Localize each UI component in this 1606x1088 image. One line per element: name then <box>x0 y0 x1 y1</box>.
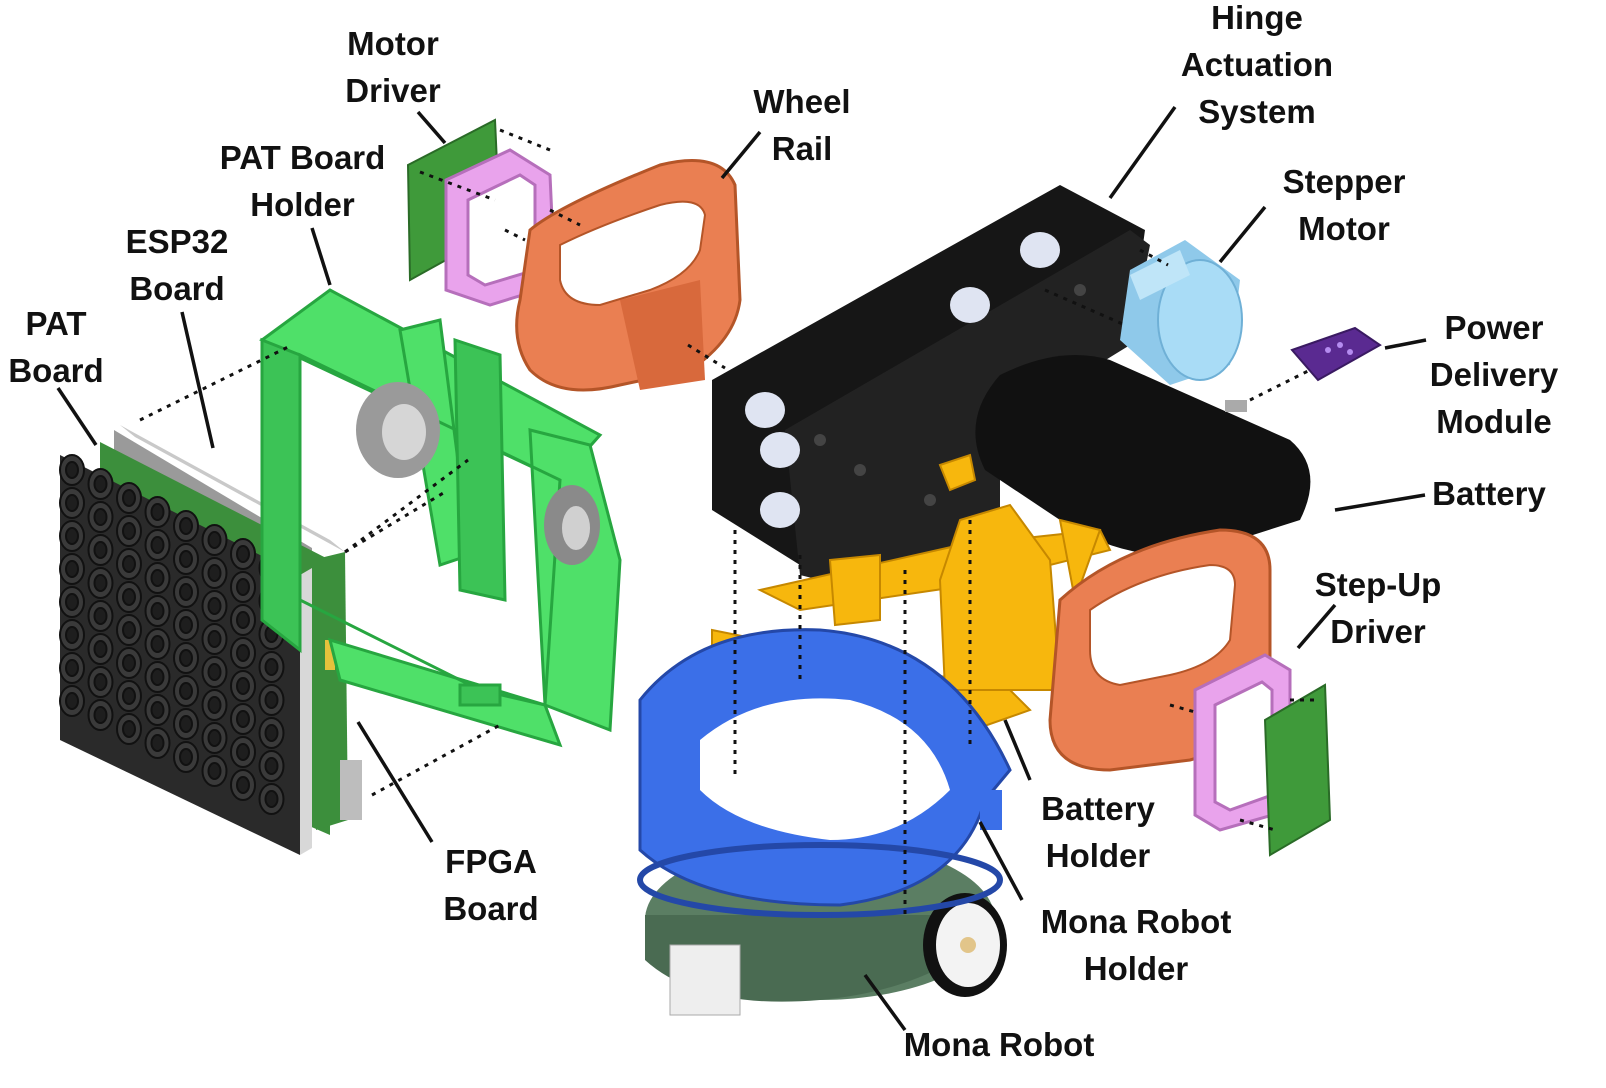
transducer-element-center <box>150 602 165 620</box>
transducer-element-center <box>122 687 136 705</box>
transducer-element-center <box>207 597 222 615</box>
transducer-element-center <box>207 531 222 549</box>
transducer-element-center <box>65 461 79 479</box>
transducer-element-center <box>122 654 136 672</box>
label-mona-robot: Mona Robot <box>903 1026 1095 1063</box>
transducer-element-center <box>236 743 250 761</box>
power-delivery-part <box>1290 326 1382 382</box>
label-fpga-board: FPGA Board <box>443 843 539 927</box>
transducer-element-center <box>93 640 108 658</box>
transducer-element-center <box>150 635 165 653</box>
transducer-element-center <box>122 621 136 639</box>
transducer-element-center <box>65 659 79 677</box>
transducer-element-center <box>93 574 108 592</box>
transducer-element-center <box>264 724 279 742</box>
label-esp32-board: ESP32 Board <box>125 223 229 307</box>
transducer-element-center <box>179 748 193 766</box>
caster-wheel-part <box>356 382 600 565</box>
transducer-element-center <box>122 720 136 738</box>
transducer-element-center <box>207 564 222 582</box>
transducer-element-center <box>93 706 108 724</box>
transducer-element-center <box>93 475 108 493</box>
transducer-element-center <box>264 790 279 808</box>
transducer-element-center <box>179 550 193 568</box>
transducer-element-center <box>65 626 79 644</box>
label-battery: Battery <box>1432 475 1546 512</box>
transducer-element-center <box>150 503 165 521</box>
transducer-element-center <box>122 555 136 573</box>
transducer-element-center <box>179 715 193 733</box>
transducer-element-center <box>150 701 165 719</box>
transducer-element-center <box>236 611 250 629</box>
label-pat-board: PAT Board <box>8 305 104 389</box>
transducer-element-center <box>65 560 79 578</box>
transducer-element-center <box>264 757 279 775</box>
label-wheel-rail: Wheel Rail <box>753 83 851 167</box>
transducer-element-center <box>207 696 222 714</box>
transducer-element-center <box>236 644 250 662</box>
transducer-element-center <box>150 536 165 554</box>
label-hinge-actuation-system: Hinge Actuation System <box>1180 0 1334 130</box>
label-power-delivery-module: Power Delivery Module <box>1429 309 1559 440</box>
transducer-element-center <box>236 677 250 695</box>
transducer-element-center <box>150 668 165 686</box>
transducer-element-center <box>150 734 165 752</box>
hinge-actuation-part <box>712 185 1150 590</box>
stepper-motor-part <box>1120 240 1243 385</box>
transducer-element-center <box>179 649 193 667</box>
leader-lines <box>56 105 1427 1032</box>
stepup-driver-part <box>1263 683 1332 857</box>
wheel-rail-part <box>515 159 742 392</box>
mona-robot-holder-part <box>637 628 1012 918</box>
transducer-element-center <box>207 762 222 780</box>
transducer-element-center <box>264 691 279 709</box>
transducer-element-center <box>93 673 108 691</box>
transducer-element-center <box>65 527 79 545</box>
transducer-element-center <box>207 663 222 681</box>
transducer-element-center <box>179 682 193 700</box>
transducer-element-center <box>236 545 250 563</box>
transducer-element-center <box>122 588 136 606</box>
label-pat-board-holder: PAT Board Holder <box>219 139 386 223</box>
label-mona-robot-holder: Mona Robot Holder <box>1040 903 1232 987</box>
transducer-element-center <box>122 489 136 507</box>
transducer-element-center <box>65 593 79 611</box>
transducer-element-center <box>207 729 222 747</box>
transducer-element-center <box>93 508 108 526</box>
transducer-element-center <box>236 578 250 596</box>
stepup-bracket-part <box>1193 653 1292 832</box>
transducer-element-center <box>65 692 79 710</box>
transducer-element-center <box>179 583 193 601</box>
transducer-element-center <box>150 569 165 587</box>
label-step-up-driver: Step-Up Driver <box>1314 566 1442 650</box>
transducer-element-center <box>264 658 279 676</box>
transducer-element-center <box>236 710 250 728</box>
transducer-element-center <box>93 607 108 625</box>
pat-board-part <box>59 430 330 855</box>
label-motor-driver: Motor Driver <box>345 25 441 109</box>
transducer-element-center <box>65 494 79 512</box>
label-stepper-motor: Stepper Motor <box>1282 163 1406 247</box>
label-battery-holder: Battery Holder <box>1041 790 1155 874</box>
transducer-element-center <box>179 517 193 535</box>
transducer-element-center <box>122 522 136 540</box>
assembly-guide-lines <box>139 128 1320 920</box>
transducer-element-center <box>207 630 222 648</box>
battery-part <box>975 355 1311 556</box>
transducer-element-center <box>179 616 193 634</box>
transducer-element-center <box>93 541 108 559</box>
transducer-element-center <box>236 776 250 794</box>
